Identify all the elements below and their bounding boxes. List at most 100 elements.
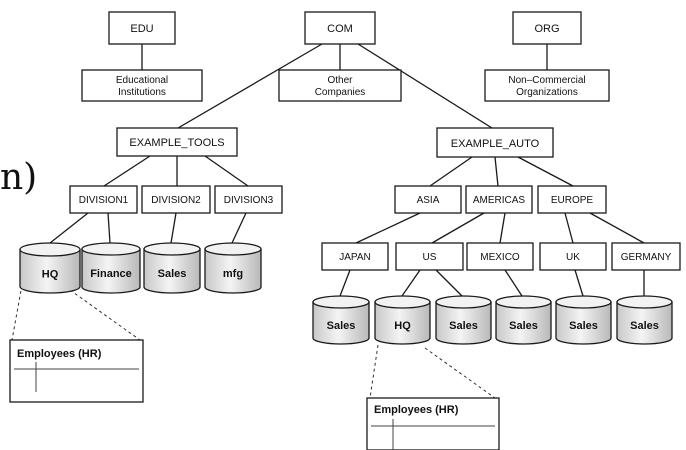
cylinder-body	[204, 248, 262, 294]
node-com-label: COM	[327, 23, 353, 35]
node-uk: UK	[539, 242, 607, 271]
cylinder-body	[81, 248, 141, 294]
db-sales-us-label: Sales	[449, 320, 478, 332]
employees-table-auto-hq: Employees (HR)	[366, 397, 500, 450]
node-japan-label: JAPAN	[339, 252, 371, 263]
node-example-tools-label: EXAMPLE_TOOLS	[129, 137, 224, 149]
node-example-tools: EXAMPLE_TOOLS	[116, 127, 238, 157]
db-finance-label: Finance	[90, 268, 132, 280]
edge-div2-sales	[170, 212, 177, 244]
edge-tools-div1	[103, 155, 151, 187]
cylinder-top	[204, 242, 262, 256]
node-americas-label: AMERICAS	[473, 195, 526, 206]
db-sales-uk-label: Sales	[569, 320, 598, 332]
node-americas: AMERICAS	[465, 185, 533, 214]
node-japan: JAPAN	[321, 242, 389, 271]
node-mexico: MEXICO	[466, 242, 534, 271]
org-description-line-2: Organizations	[516, 87, 578, 98]
dash-tools-hq-right	[69, 289, 141, 341]
db-hq-tools-label: HQ	[42, 268, 59, 280]
cylinder-top	[19, 242, 81, 257]
employees-table-tools-hq: Employees (HR)	[9, 339, 144, 403]
edge-tools-div3	[204, 155, 249, 187]
node-europe-label: EUROPE	[551, 195, 594, 206]
edge-div3-mfg	[231, 212, 247, 244]
node-org-label: ORG	[534, 23, 559, 35]
node-asia: ASIA	[394, 185, 462, 214]
cylinder-top	[495, 295, 552, 309]
db-sales-us: Sales	[435, 295, 492, 345]
edge-uk-sales	[574, 269, 584, 297]
tree-edges	[11, 43, 645, 399]
edu-description-line-2: Institutions	[118, 87, 166, 98]
node-division3-label: DIVISION3	[224, 195, 274, 206]
cylinder-top	[616, 295, 673, 309]
node-asia-label: ASIA	[417, 195, 440, 206]
cylinder-body	[374, 301, 431, 345]
edge-japan-sales	[339, 269, 351, 297]
edge-europe-germany	[589, 212, 645, 244]
edge-us-sales	[435, 269, 463, 297]
node-division2-label: DIVISION2	[151, 195, 201, 206]
cylinder-body	[312, 301, 370, 345]
cylinder-body	[143, 248, 201, 294]
cylinder-body	[19, 248, 81, 294]
node-us: US	[395, 242, 464, 271]
db-hq-us: HQ	[374, 295, 431, 345]
dash-us-hq-right	[424, 347, 496, 399]
node-edu-description: Educational Institutions	[81, 69, 203, 102]
node-division1-label: DIVISION1	[79, 195, 129, 206]
db-sales-germany: Sales	[616, 295, 673, 345]
edge-mexico-sales	[504, 269, 523, 297]
db-hq-us-label: HQ	[394, 320, 411, 332]
node-division2: DIVISION2	[141, 185, 211, 214]
node-com: COM	[304, 11, 376, 45]
node-germany-label: GERMANY	[621, 252, 672, 263]
edge-americas-mexico	[499, 212, 506, 244]
db-sales-tools-label: Sales	[158, 268, 187, 280]
db-hq-tools: HQ	[19, 242, 81, 294]
node-mexico-label: MEXICO	[480, 252, 520, 263]
node-uk-label: UK	[566, 252, 580, 263]
dash-us-hq-left	[369, 344, 379, 399]
edge-div1-hq	[49, 212, 89, 244]
node-edu: EDU	[108, 11, 176, 45]
cylinder-body	[495, 301, 552, 345]
node-com-description: Other Companies	[278, 69, 402, 102]
db-mfg: mfg	[204, 242, 262, 294]
db-sales-mexico-label: Sales	[509, 320, 538, 332]
db-sales-japan-label: Sales	[327, 320, 356, 332]
node-example-auto: EXAMPLE_AUTO	[436, 127, 554, 158]
edge-com-tools	[177, 43, 323, 129]
db-finance: Finance	[81, 242, 141, 294]
node-org: ORG	[512, 11, 582, 45]
dash-tools-hq-left	[11, 284, 23, 341]
cylinder-body	[435, 301, 492, 345]
db-sales-mexico: Sales	[495, 295, 552, 345]
edge-asia-japan	[355, 212, 421, 244]
cylinder-top	[312, 295, 370, 309]
edge-us-hq	[401, 269, 421, 297]
employees-table-auto-hq-title: Employees (HR)	[374, 404, 459, 416]
edge-com-auto	[357, 43, 493, 129]
node-division3: DIVISION3	[214, 185, 283, 214]
db-sales-tools: Sales	[143, 242, 201, 294]
edge-americas-us	[431, 212, 485, 244]
edge-europe-uk	[564, 212, 574, 244]
cylinder-top	[435, 295, 492, 309]
cylinder-top	[374, 295, 431, 309]
node-edu-label: EDU	[130, 23, 153, 35]
node-division1: DIVISION1	[69, 185, 138, 214]
db-mfg-label: mfg	[223, 268, 243, 280]
org-description-line-1: Non–Commercial	[508, 75, 585, 86]
edge-div1-finance	[107, 212, 111, 244]
cylinder-top	[81, 242, 141, 256]
db-sales-germany-label: Sales	[630, 320, 659, 332]
node-europe: EUROPE	[537, 185, 607, 214]
partial-text-fragment: n)	[0, 157, 38, 198]
node-example-auto-label: EXAMPLE_AUTO	[451, 138, 540, 150]
cylinder-body	[616, 301, 673, 345]
db-sales-japan: Sales	[312, 295, 370, 345]
cylinder-top	[143, 242, 201, 256]
